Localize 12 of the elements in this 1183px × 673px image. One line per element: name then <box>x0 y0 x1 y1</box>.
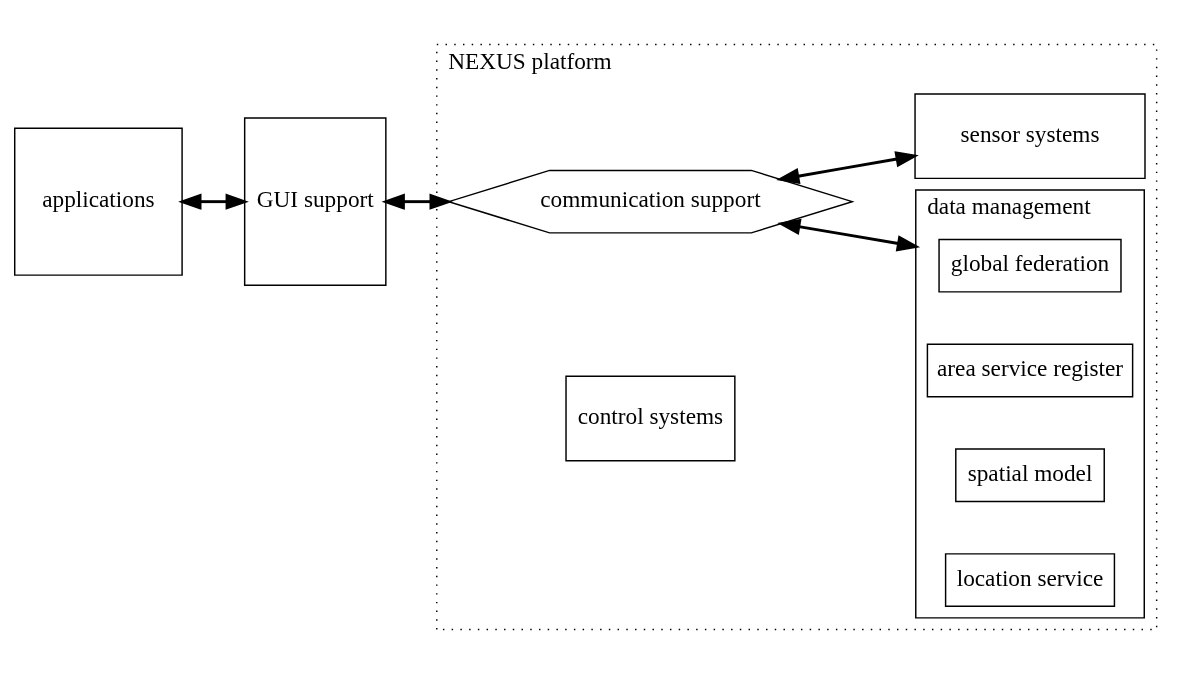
node-box: control systems <box>565 375 736 461</box>
node-box: sensor systems <box>914 92 1146 179</box>
node-box: GUI support <box>243 116 387 286</box>
node-box: area service register <box>926 343 1134 397</box>
arrow <box>777 218 921 251</box>
node-box: global federation <box>938 238 1122 293</box>
arrow <box>776 150 919 184</box>
node-box: applications <box>14 126 183 276</box>
node-box: location service <box>944 552 1116 607</box>
node-box: spatial model <box>955 447 1105 502</box>
arrow <box>178 193 249 210</box>
arrow <box>381 193 453 210</box>
